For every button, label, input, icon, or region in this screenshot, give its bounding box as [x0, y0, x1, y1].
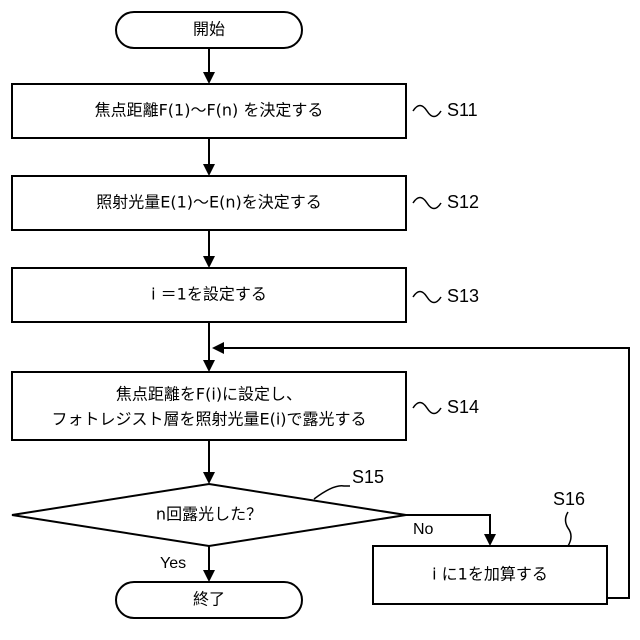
callout-s12 — [413, 198, 441, 209]
process-s13-label: i ＝1を設定する — [151, 285, 267, 304]
branch-label-no: No — [413, 521, 434, 538]
step-label-s13: S13 — [447, 286, 479, 306]
step-label-s16: S16 — [553, 489, 585, 509]
branch-label-yes: Yes — [160, 555, 186, 572]
step-label-s15: S15 — [352, 467, 384, 487]
arrowhead-yes-end — [203, 570, 215, 582]
end-label: 終了 — [193, 590, 225, 609]
callout-s13 — [413, 292, 441, 303]
arrowhead-start-s11 — [203, 72, 215, 84]
process-s11-label: 焦点距離F(1)～F(n) を決定する — [95, 101, 324, 120]
arrowhead-s12-s13 — [203, 256, 215, 268]
callout-s14 — [413, 403, 441, 414]
decision-s15-label: n回露光した？ — [156, 505, 262, 524]
arrowhead-s14-s15 — [203, 472, 215, 484]
step-label-s11: S11 — [447, 100, 478, 120]
arrowhead-no-s16 — [484, 534, 496, 546]
arrowhead-s11-s12 — [203, 164, 215, 176]
loop-back-arrowhead — [212, 342, 224, 354]
process-s16-label: i に1を加算する — [432, 565, 548, 584]
process-s12-label: 照射光量E(1)～E(n)を決定する — [96, 193, 322, 212]
process-s14-label-line2: フォトレジスト層を照射光量E(i)で露光する — [51, 410, 366, 429]
callout-s11 — [413, 106, 441, 117]
start-label: 開始 — [193, 20, 225, 39]
callout-s15 — [314, 486, 350, 499]
step-label-s14: S14 — [447, 397, 479, 417]
process-s14 — [12, 372, 406, 440]
process-s14-label-line1: 焦点距離をF(i)に設定し、 — [116, 385, 302, 404]
callout-s16 — [566, 512, 572, 546]
arrowhead-s13-s14 — [203, 360, 215, 372]
step-label-s12: S12 — [447, 192, 479, 212]
